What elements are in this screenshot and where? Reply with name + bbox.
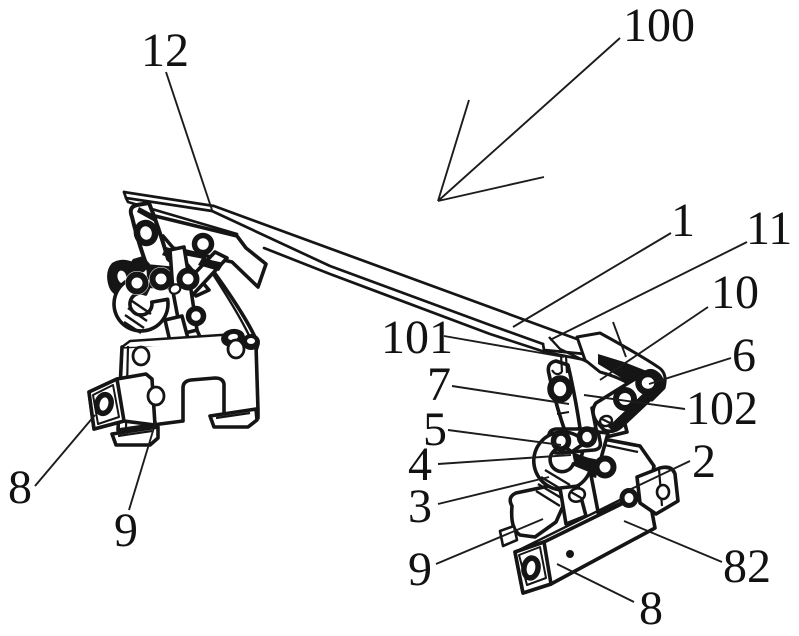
- svg-text:8: 8: [639, 582, 663, 635]
- svg-text:100: 100: [623, 0, 695, 52]
- svg-text:9: 9: [114, 504, 138, 557]
- svg-text:102: 102: [686, 382, 758, 435]
- svg-text:101: 101: [381, 311, 453, 364]
- svg-text:7: 7: [427, 358, 451, 411]
- svg-text:11: 11: [746, 202, 792, 255]
- svg-text:9: 9: [408, 543, 432, 596]
- svg-text:1: 1: [671, 194, 695, 247]
- svg-text:3: 3: [408, 480, 432, 533]
- svg-text:10: 10: [711, 266, 759, 319]
- svg-text:6: 6: [732, 329, 756, 382]
- svg-text:4: 4: [408, 438, 432, 491]
- svg-text:8: 8: [8, 461, 32, 514]
- svg-text:12: 12: [141, 24, 189, 77]
- svg-text:5: 5: [423, 403, 447, 456]
- svg-text:82: 82: [723, 540, 771, 593]
- svg-text:2: 2: [692, 435, 716, 488]
